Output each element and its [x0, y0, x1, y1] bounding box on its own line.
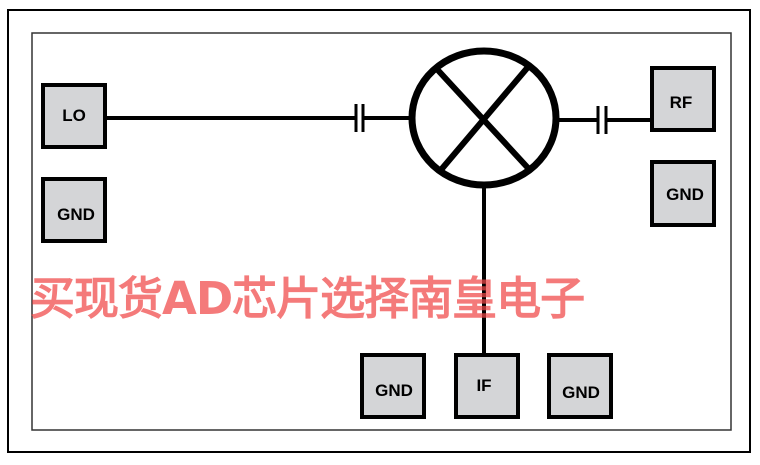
pin-rf-label: RF [670, 93, 693, 112]
pin-gnd-right-label: GND [666, 185, 704, 204]
pin-if: IF [454, 353, 520, 419]
pin-gnd-left-label: GND [57, 205, 95, 224]
pin-if-label: IF [476, 376, 491, 395]
pin-gnd-left: GND [41, 177, 107, 243]
package-outline [31, 32, 732, 431]
outer-border [7, 9, 751, 453]
pin-gnd-right: GND [650, 160, 716, 227]
pin-gnd-bottom-right: GND [547, 353, 613, 419]
mixer-icon [408, 47, 560, 189]
watermark-text: 买现货AD芯片选择南皇电子 [30, 272, 585, 325]
pin-lo: LO [41, 83, 107, 149]
rf-capacitor-icon [596, 106, 608, 134]
lo-capacitor-icon [354, 104, 365, 132]
pin-gnd-bottom-right-label: GND [562, 383, 600, 402]
pin-lo-label: LO [62, 106, 86, 125]
pin-rf: RF [650, 66, 716, 132]
pin-gnd-bottom-left: GND [360, 353, 426, 419]
pin-gnd-bottom-left-label: GND [375, 381, 413, 400]
